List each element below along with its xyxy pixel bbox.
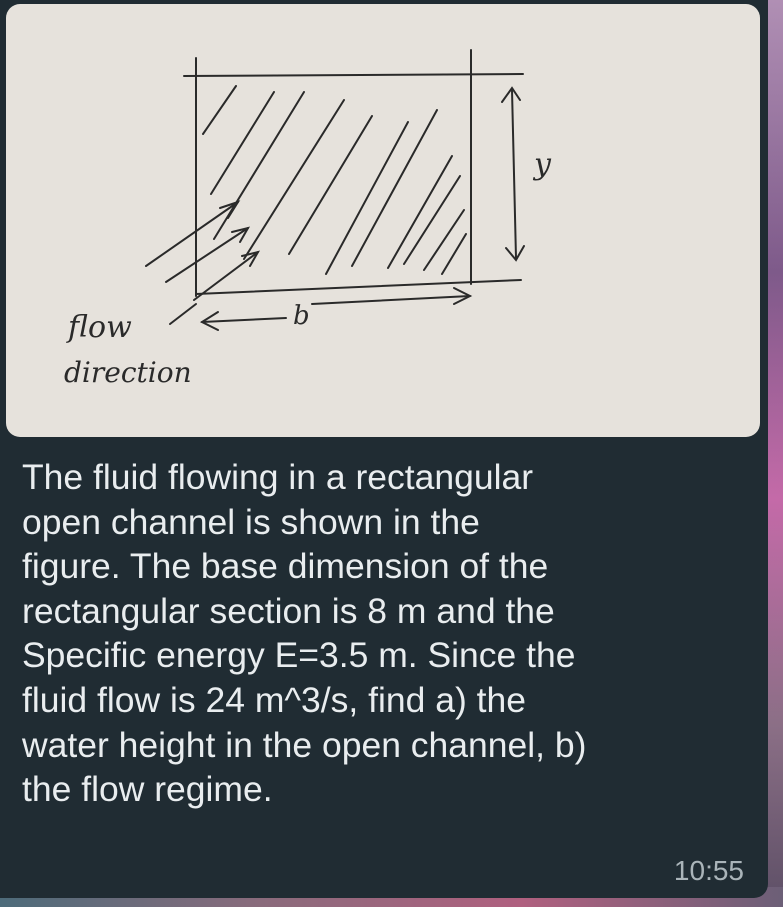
sketch-label-flow: flow bbox=[66, 310, 132, 345]
sketch-label-direction: direction bbox=[64, 356, 192, 389]
message-text: The fluid flowing in a rectangular open … bbox=[22, 457, 587, 810]
message-bubble[interactable]: flow direction b y The fluid flowing in … bbox=[0, 0, 768, 898]
channel-sketch: flow direction b y bbox=[64, 49, 552, 389]
message-image[interactable]: flow direction b y bbox=[6, 4, 760, 437]
message-timestamp: 10:55 bbox=[673, 855, 744, 886]
sketch-label-b: b bbox=[293, 301, 310, 331]
sketch-channel-bed bbox=[195, 279, 522, 295]
sketch-water-surface bbox=[183, 73, 524, 77]
sketch-label-y: y bbox=[532, 147, 552, 182]
